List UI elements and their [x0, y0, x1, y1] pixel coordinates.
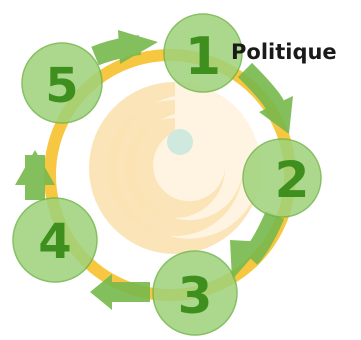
step-label-1: Politique	[231, 40, 337, 64]
arrow-1-to-2	[237, 62, 293, 134]
step-node-1: 1	[163, 13, 243, 93]
step-number-5: 5	[45, 58, 78, 114]
step-number-2: 2	[275, 151, 310, 209]
center-swirl	[89, 82, 261, 254]
cycle-arrows	[15, 30, 293, 310]
center-dot	[167, 129, 193, 155]
step-number-1: 1	[185, 27, 221, 87]
step-node-4: 4	[12, 197, 98, 283]
step-node-5: 5	[21, 42, 103, 124]
step-node-2: 2	[242, 138, 322, 218]
arrow-3-to-4	[90, 274, 150, 310]
arrow-5-to-1	[91, 30, 158, 66]
step-number-4: 4	[38, 214, 71, 270]
arrow-4-to-5	[15, 150, 55, 200]
arrow-2-to-3	[230, 210, 285, 280]
step-node-3: 3	[152, 250, 238, 336]
step-number-3: 3	[178, 267, 213, 325]
